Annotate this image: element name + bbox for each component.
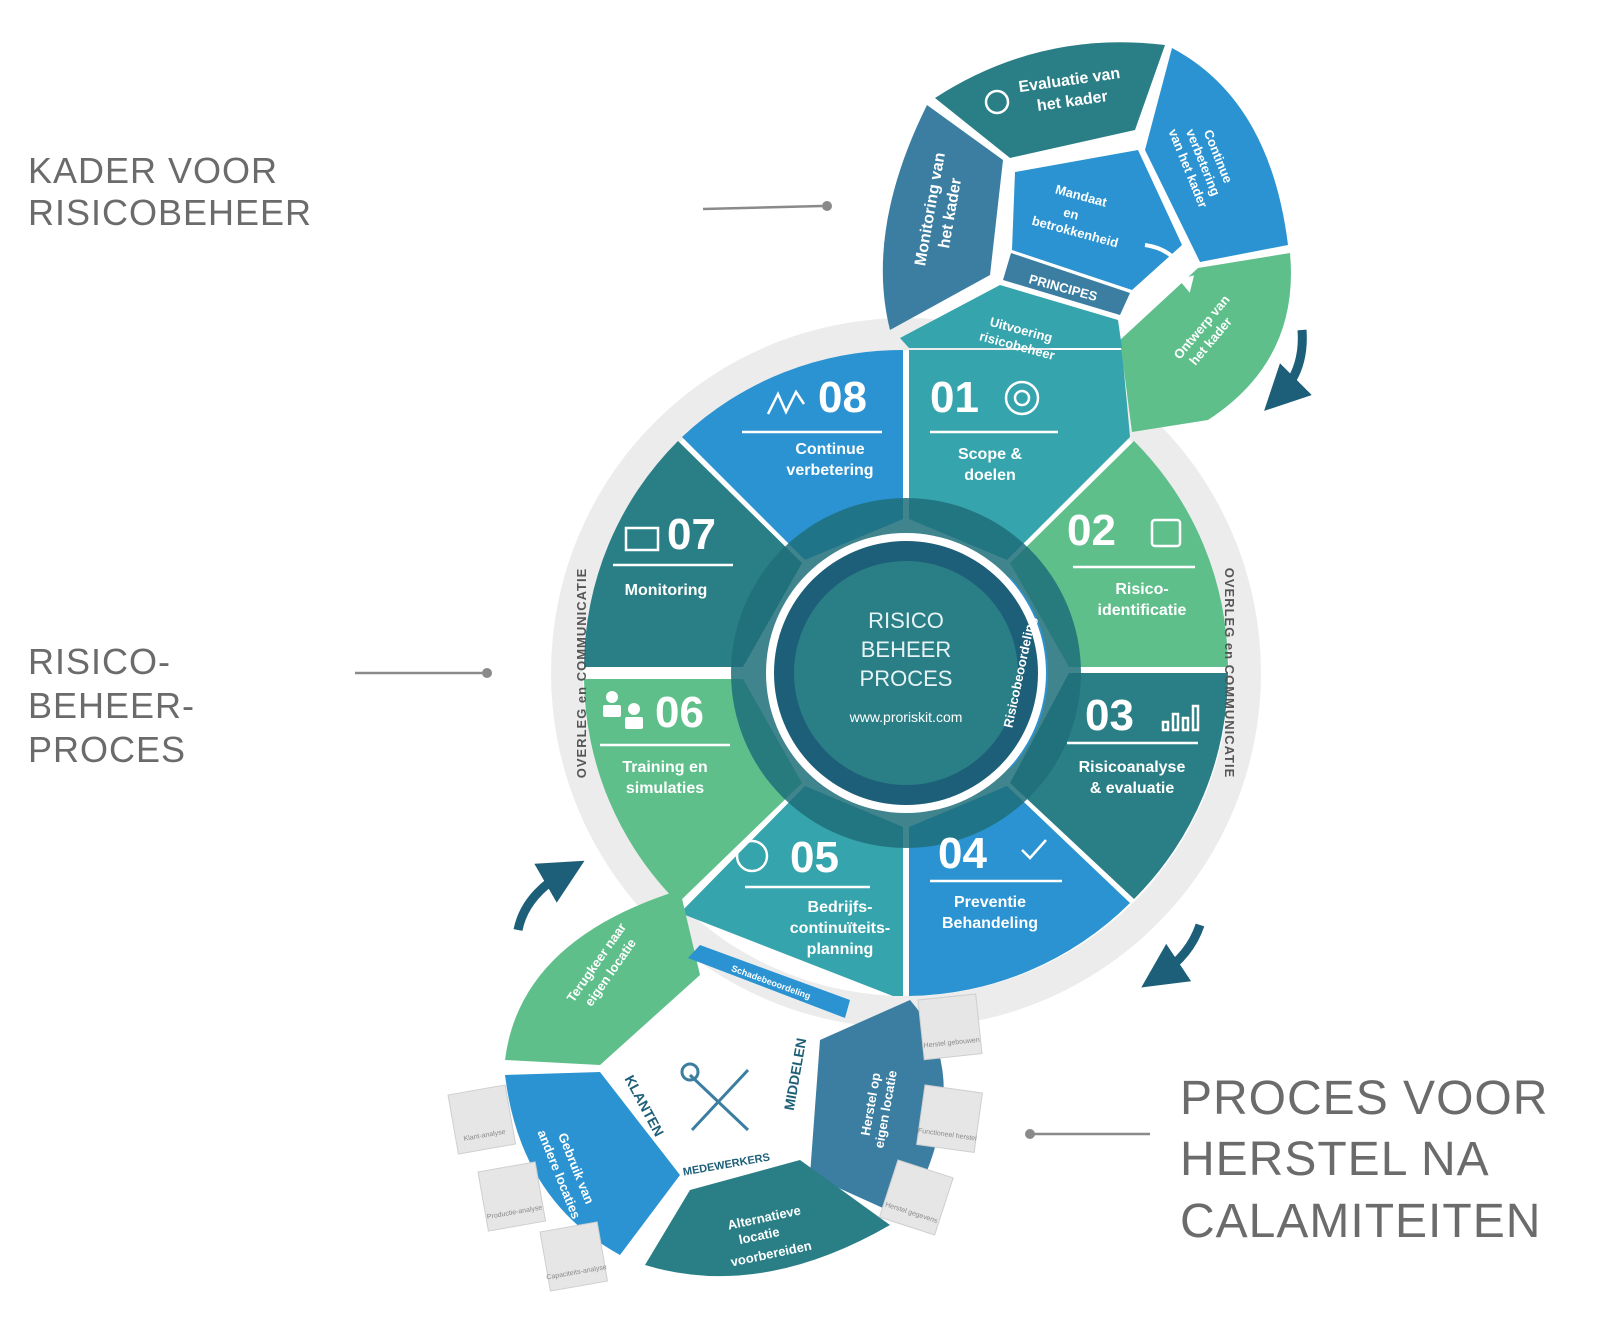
step-03-number: 03 xyxy=(1085,691,1134,740)
doc-productie-analyse: Productie-analyse xyxy=(477,1161,547,1232)
center-title-3: PROCES xyxy=(860,666,953,691)
magnifier-icon xyxy=(984,89,1010,115)
dashboard-icon xyxy=(624,526,660,552)
ring-label-left: OVERLEG en COMMUNICATIE xyxy=(574,568,589,779)
label-kader-voor-risicobeheer: KADER VOOR RISICOBEHEER xyxy=(28,150,313,234)
step-04[interactable]: 04 Preventie Behandeling xyxy=(930,829,1062,932)
segment-05[interactable] xyxy=(680,786,903,996)
people-exchange-icon xyxy=(603,691,643,729)
step-06-label-1: Training en xyxy=(622,759,707,776)
step-05-label-1: Bedrijfs- xyxy=(808,899,873,916)
step-08[interactable]: 08 Continue verbetering xyxy=(742,373,882,479)
herstel-schadebeoordeling-band xyxy=(688,945,850,1018)
step-01-label-2: doelen xyxy=(964,467,1016,484)
step-01[interactable]: 01 Scope & doelen xyxy=(930,373,1058,484)
step-04-number: 04 xyxy=(938,829,987,878)
tools-icon xyxy=(680,1062,750,1132)
ring-label-right: OVERLEG en COMMUNICATIE xyxy=(1222,568,1237,779)
step-05-label-2: continuïteits- xyxy=(790,920,890,937)
step-08-label-2: verbetering xyxy=(786,462,873,479)
kader-principes xyxy=(1003,253,1130,315)
label-risicobeheerproces: RISICO- BEHEER- PROCES xyxy=(28,641,196,770)
kader-monitoring[interactable] xyxy=(882,105,1003,330)
doc-functioneel-herstel: Functioneel herstel xyxy=(916,1084,984,1154)
herstel-alternatieve[interactable] xyxy=(645,1160,890,1277)
step-07-number: 07 xyxy=(667,510,716,559)
kader-ontwerp[interactable] xyxy=(1120,253,1291,432)
step-06-label-2: simulaties xyxy=(626,780,704,797)
step-07-label-1: Monitoring xyxy=(625,582,708,599)
step-02-number: 02 xyxy=(1067,506,1116,555)
step-01-label-1: Scope & xyxy=(958,446,1022,463)
step-07[interactable]: 07 Monitoring xyxy=(613,510,733,599)
step-08-number: 08 xyxy=(818,373,867,422)
connector-kader xyxy=(702,201,832,211)
connector-herstel xyxy=(1025,1129,1150,1139)
doc-herstel-gegevens: Herstel gegevens xyxy=(878,1159,954,1236)
step-04-label-2: Behandeling xyxy=(942,915,1038,932)
step-02-label-1: Risico- xyxy=(1115,581,1168,598)
trend-arrows-icon xyxy=(766,389,806,415)
center-title-2: BEHEER xyxy=(861,637,951,662)
herstel-gebruik[interactable] xyxy=(505,1072,680,1255)
segment-08[interactable] xyxy=(682,349,903,560)
step-05-label-3: planning xyxy=(807,941,874,958)
step-03-label-2: & evaluatie xyxy=(1090,780,1175,797)
step-01-number: 01 xyxy=(930,373,979,422)
arrow-proces-to-herstel xyxy=(1141,923,1205,988)
center-url: www.proriskit.com xyxy=(849,709,963,725)
step-03-label-1: Risicoanalyse xyxy=(1079,759,1186,776)
process-segments xyxy=(584,349,1228,996)
search-tag-icon xyxy=(1150,518,1182,548)
bar-chart-icon xyxy=(1161,704,1200,732)
segment-01[interactable] xyxy=(909,350,1130,560)
kader-mandaat-label-2: en xyxy=(1062,204,1081,222)
label-proces-voor-herstel: PROCES VOOR HERSTEL NA CALAMITEITEN xyxy=(1180,1072,1549,1248)
kader-continue[interactable] xyxy=(1145,48,1288,262)
step-02[interactable]: 02 Risico- identificatie xyxy=(1067,506,1195,619)
step-03[interactable]: 03 Risicoanalyse & evaluatie xyxy=(1067,691,1200,797)
center-disc xyxy=(794,561,1018,785)
kader-evaluatie[interactable] xyxy=(935,42,1165,159)
step-05-number: 05 xyxy=(790,833,839,882)
arrow-kader-to-proces xyxy=(1264,329,1312,411)
doc-capaciteits-analyse: Capaciteits-analyse xyxy=(539,1221,609,1292)
kader-mandaat[interactable] xyxy=(1012,150,1182,290)
kader-uitvoering[interactable] xyxy=(900,285,1122,348)
kader-section: Evaluatie van het kader Continue verbete… xyxy=(882,42,1291,432)
herstel-terugkeer[interactable] xyxy=(505,890,700,1065)
step-02-label-2: identificatie xyxy=(1098,602,1187,619)
center-title-1: RISICO xyxy=(868,608,944,633)
herstel-center xyxy=(610,990,830,1175)
refresh-check-icon xyxy=(1021,839,1047,860)
doc-herstel-gebouwen: Herstel gebouwen xyxy=(917,993,983,1061)
network-icon xyxy=(735,839,769,873)
step-08-label-1: Continue xyxy=(795,441,864,458)
step-06[interactable]: 06 Training en simulaties xyxy=(600,688,730,797)
arrow-herstel-to-proces xyxy=(513,860,585,932)
step-04-label-1: Preventie xyxy=(954,894,1026,911)
step-05[interactable]: 05 Bedrijfs- continuïteits- planning xyxy=(735,833,890,958)
target-icon xyxy=(1004,380,1040,416)
doc-klant-analyse: Klant-analyse xyxy=(447,1084,517,1155)
segment-04[interactable] xyxy=(909,786,1130,996)
connector-proces xyxy=(355,668,492,678)
step-06-number: 06 xyxy=(655,688,704,737)
arrow-mandaat-to-ontwerp xyxy=(1144,243,1195,293)
